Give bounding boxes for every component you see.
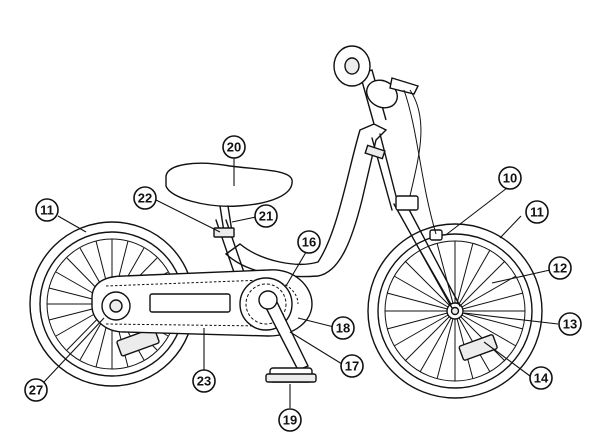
callout-seat-clamp: 21 xyxy=(254,204,278,228)
crank-bolt xyxy=(258,290,278,310)
chain-guard-cover xyxy=(149,293,231,313)
callout-axle: 13 xyxy=(558,312,582,336)
callout-brake: 10 xyxy=(498,166,522,190)
handlebar xyxy=(333,45,437,235)
callout-label: 21 xyxy=(259,209,273,224)
callout-label: 14 xyxy=(534,371,549,386)
callout-label: 10 xyxy=(503,171,517,186)
callout-label: 17 xyxy=(345,359,359,374)
callout-rear-tire: 11 xyxy=(525,200,549,224)
front-axle-nut xyxy=(450,306,460,316)
rear-axle-nut xyxy=(109,299,123,313)
front-tire-outer xyxy=(367,223,543,399)
front-reflector xyxy=(458,334,498,361)
callout-label: 11 xyxy=(530,205,544,220)
callout-chain: 23 xyxy=(192,369,216,393)
saddle-shape xyxy=(165,162,293,207)
callout-label: 18 xyxy=(336,321,350,336)
callout-label: 20 xyxy=(227,140,241,155)
grip-left-end xyxy=(344,57,360,75)
callout-seat-post: 22 xyxy=(133,186,157,210)
front-spokes xyxy=(385,241,525,381)
callout-chain-guard: 18 xyxy=(331,316,355,340)
callout-pedal: 19 xyxy=(278,408,302,432)
seat-clamp xyxy=(213,227,235,238)
brake-lever xyxy=(389,77,419,95)
callout-label: 27 xyxy=(29,383,43,398)
brake-arm xyxy=(429,229,443,241)
saddle-assembly xyxy=(165,162,293,238)
sprocket-teeth xyxy=(245,283,287,325)
front-wheel xyxy=(367,223,543,399)
pedal-plate xyxy=(265,373,317,383)
callout-saddle: 20 xyxy=(222,135,246,159)
callout-label: 12 xyxy=(553,261,567,276)
rear-reflector xyxy=(116,327,160,357)
callout-front-tire: 11 xyxy=(35,198,59,222)
leader-lines xyxy=(43,156,559,408)
brake-cable-2 xyxy=(403,89,437,235)
brake-cable-1 xyxy=(409,89,422,197)
callout-rear-axle: 27 xyxy=(24,378,48,402)
headset xyxy=(364,144,386,160)
callout-label: 19 xyxy=(283,413,297,428)
callout-label: 23 xyxy=(197,374,211,389)
crank-assembly xyxy=(258,290,317,383)
head-tube xyxy=(371,133,399,211)
front-fork xyxy=(393,199,461,309)
callout-sprocket: 16 xyxy=(297,230,321,254)
brake-caliper xyxy=(395,195,419,211)
callout-spoke: 12 xyxy=(548,256,572,280)
callout-crank: 17 xyxy=(340,354,364,378)
callout-reflector: 14 xyxy=(529,366,553,390)
callout-label: 13 xyxy=(563,317,577,332)
chain-guard xyxy=(91,269,313,337)
callout-label: 11 xyxy=(40,203,54,218)
callout-label: 16 xyxy=(302,235,316,250)
callout-label: 22 xyxy=(138,191,152,206)
front-tire-inner xyxy=(377,233,533,389)
